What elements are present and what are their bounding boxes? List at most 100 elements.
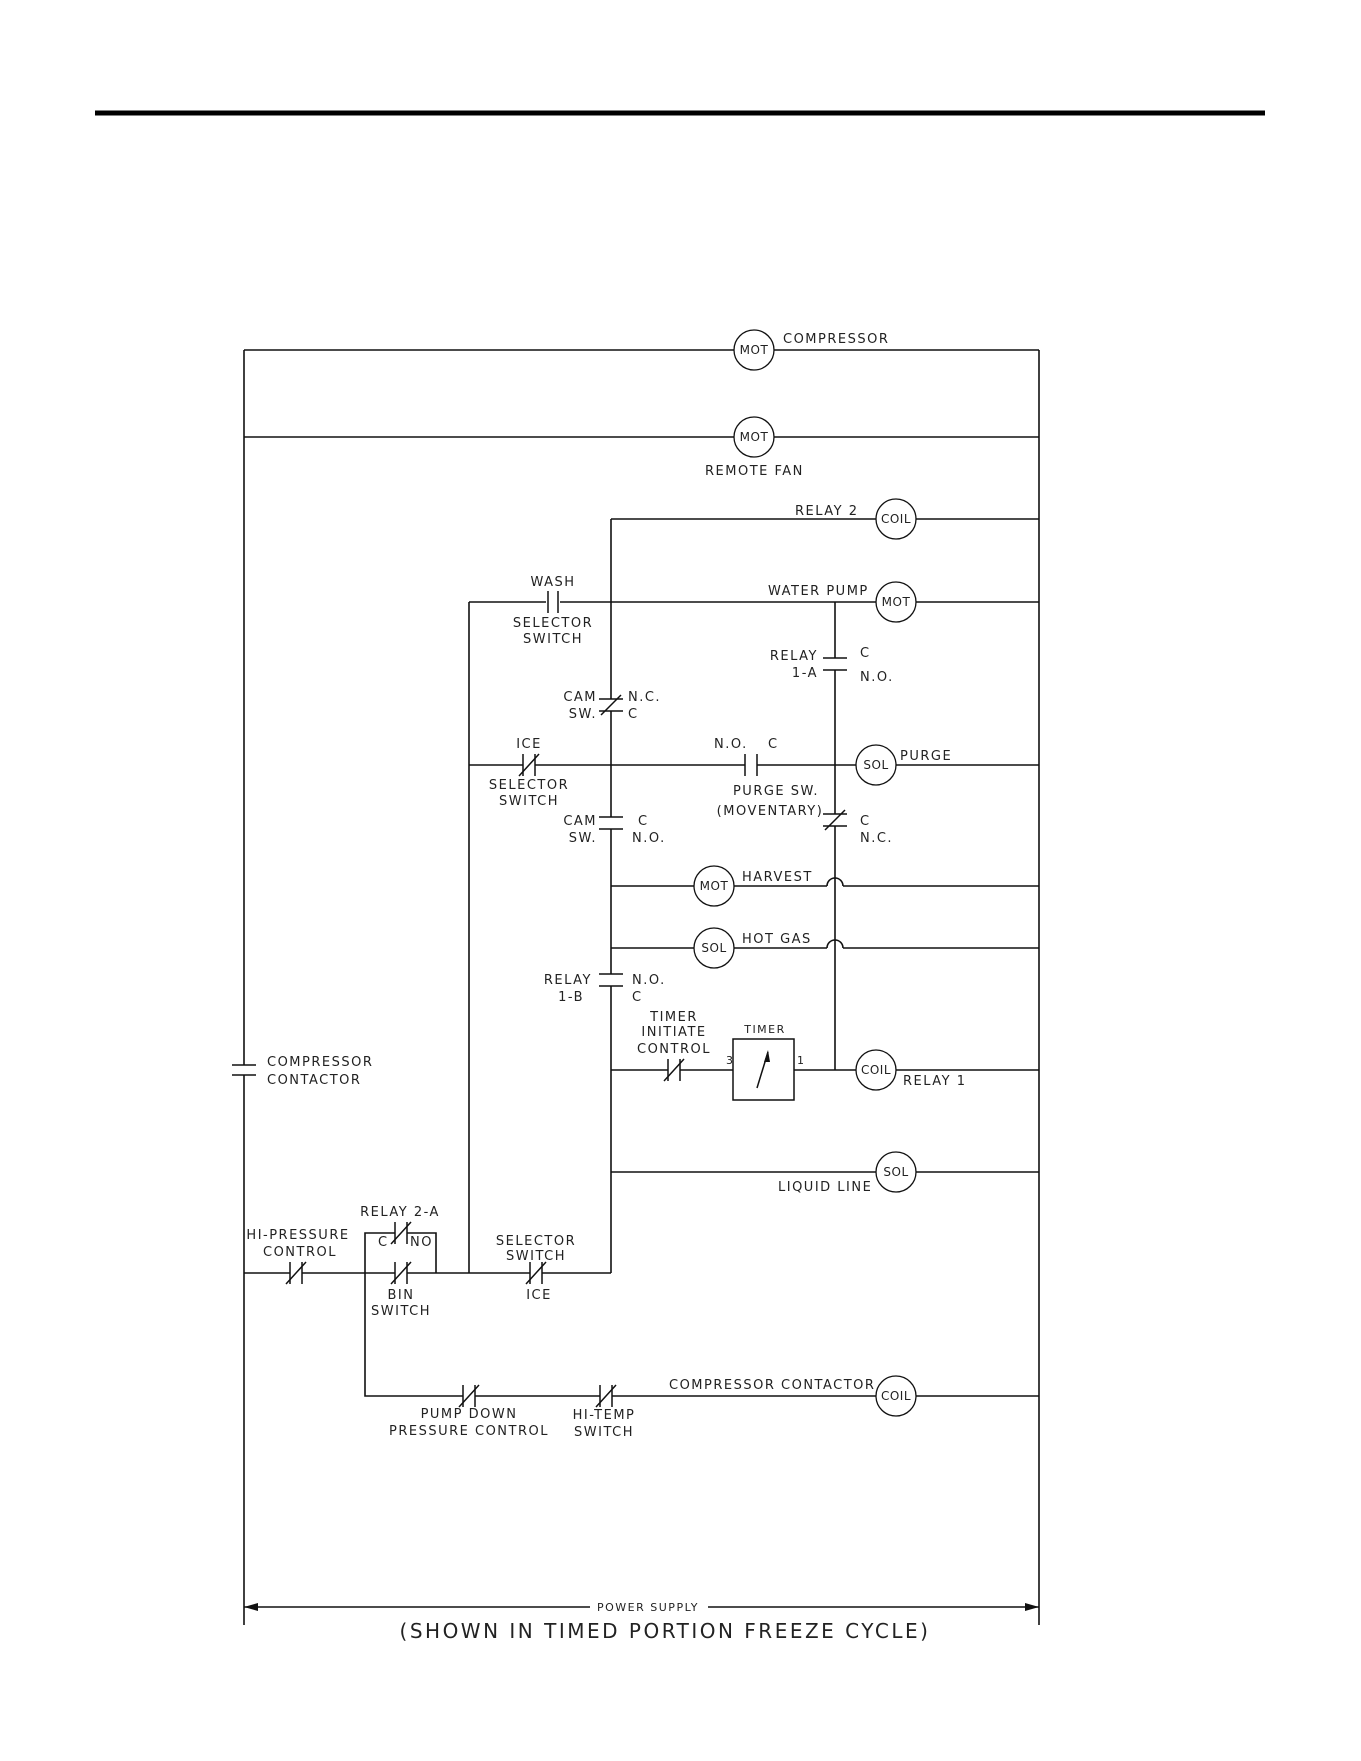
timer-box	[732, 1038, 795, 1101]
pump-down-label-2: PRESSURE CONTROL	[389, 1424, 549, 1439]
compressor-label: COMPRESSOR	[783, 332, 889, 347]
relay-1b-no: N.O.	[632, 973, 666, 988]
svg-text:SOL: SOL	[883, 1165, 908, 1179]
purge-c-label: C	[768, 737, 779, 752]
svg-text:COIL: COIL	[881, 1389, 911, 1403]
relay-2a-contact	[390, 1221, 412, 1245]
hi-pressure-label-2: CONTROL	[263, 1245, 337, 1260]
purge-sw-label-1: PURGE SW.	[733, 784, 819, 799]
bin-label-1: BIN	[388, 1288, 415, 1303]
load-symbols: MOT MOT COIL MOT SOL MOT SOL COIL	[693, 329, 917, 1417]
relay-1a-c: C	[860, 646, 871, 661]
relay-2a-label: RELAY 2-A	[360, 1205, 440, 1220]
contacts	[232, 591, 847, 1408]
wash-selector-label-2: SWITCH	[523, 632, 583, 647]
water-pump-label: WATER PUMP	[768, 584, 869, 599]
relay-2a-c: C	[378, 1235, 389, 1250]
compressor-contactor-label-1: COMPRESSOR	[267, 1055, 373, 1070]
wash-selector-label-1: SELECTOR	[513, 616, 593, 631]
svg-text:SOL: SOL	[701, 941, 726, 955]
purge-solenoid: SOL	[855, 744, 897, 786]
svg-text:COIL: COIL	[881, 512, 911, 526]
ice-selector-contact	[518, 753, 540, 777]
relay-1a-label-1: RELAY	[770, 649, 818, 664]
svg-text:MOT: MOT	[740, 343, 769, 357]
selector-bottom-label-2: SWITCH	[506, 1249, 566, 1264]
purge-switch-nc-contact	[823, 809, 847, 831]
cam-nc-label-1: CAM	[563, 690, 597, 705]
compressor-contactor-coil: COIL	[875, 1375, 917, 1417]
relay-1a-label-2: 1-A	[792, 666, 818, 681]
cam-no-c: C	[638, 814, 649, 829]
hot-gas-solenoid: SOL	[693, 927, 735, 969]
cam-no-label-2: SW.	[569, 831, 597, 846]
cam-no-no: N.O.	[632, 831, 666, 846]
hi-pressure-contact	[285, 1261, 307, 1285]
purge-sw-label-2: (MOVENTARY)	[717, 804, 824, 819]
compressor-contactor-coil-label: COMPRESSOR CONTACTOR	[669, 1378, 875, 1393]
relay-1b-c: C	[632, 990, 643, 1005]
power-supply-label: POWER SUPPLY	[597, 1601, 699, 1614]
relay-2-coil: COIL	[875, 498, 917, 540]
ice-label: ICE	[516, 737, 542, 752]
compressor-contactor-contact	[232, 1064, 256, 1076]
hi-temp-label-1: HI-TEMP	[573, 1408, 636, 1423]
liquid-line-label: LIQUID LINE	[778, 1180, 872, 1195]
svg-text:COIL: COIL	[861, 1063, 891, 1077]
compressor-contactor-label-2: CONTACTOR	[267, 1073, 361, 1088]
compressor-motor: MOT	[733, 329, 775, 371]
relay-1b-label-2: 1-B	[558, 990, 584, 1005]
timer-title: TIMER	[743, 1023, 786, 1036]
harvest-label: HARVEST	[742, 870, 813, 885]
timer-pin-3: 3	[726, 1054, 735, 1067]
relay-1b-contact	[599, 973, 623, 987]
timer-pin-1: 1	[797, 1054, 806, 1067]
relay-1-coil: COIL	[855, 1049, 897, 1091]
bin-switch-contact	[390, 1261, 412, 1285]
purge-no-label: N.O.	[714, 737, 748, 752]
selector-bottom-label-1: SELECTOR	[496, 1234, 576, 1249]
labels: COMPRESSOR REMOTE FAN RELAY 2 WATER PUMP…	[246, 332, 967, 1440]
bin-label-2: SWITCH	[371, 1304, 431, 1319]
svg-text:MOT: MOT	[882, 595, 911, 609]
relay-1a-contact	[823, 657, 847, 671]
ice-selector-label-1: SELECTOR	[489, 778, 569, 793]
pump-down-label-1: PUMP DOWN	[421, 1407, 518, 1422]
relay-1b-label-1: RELAY	[544, 973, 592, 988]
purge-nc-nc: N.C.	[860, 831, 893, 846]
relay-1-label: RELAY 1	[903, 1074, 967, 1089]
selector-ice-contact	[525, 1261, 547, 1285]
timer-initiate-label-2: INITIATE	[641, 1025, 706, 1040]
cam-nc-nc: N.C.	[628, 690, 661, 705]
purge-switch-no-contact	[744, 754, 758, 776]
timer-initiate-label-3: CONTROL	[637, 1042, 711, 1057]
pump-down-contact	[458, 1384, 480, 1408]
wires	[243, 349, 1040, 1625]
remote-fan-label: REMOTE FAN	[705, 464, 804, 479]
hi-temp-contact	[595, 1384, 617, 1408]
hot-gas-label: HOT GAS	[742, 932, 812, 947]
water-pump-motor: MOT	[875, 581, 917, 623]
liquid-line-solenoid: SOL	[875, 1151, 917, 1193]
cam-switch-nc-contact	[599, 694, 623, 716]
cam-nc-label-2: SW.	[569, 707, 597, 722]
svg-text:MOT: MOT	[700, 879, 729, 893]
wash-label: WASH	[530, 575, 575, 590]
timer-initiate-contact	[663, 1058, 685, 1082]
harvest-motor: MOT	[693, 865, 735, 907]
remote-fan-motor: MOT	[733, 416, 775, 458]
relay-2a-no: NO	[410, 1235, 433, 1250]
purge-label: PURGE	[900, 749, 952, 764]
ice-selector-label-2: SWITCH	[499, 794, 559, 809]
hi-temp-label-2: SWITCH	[574, 1425, 634, 1440]
hi-pressure-label-1: HI-PRESSURE	[246, 1228, 349, 1243]
diagram-caption: (SHOWN IN TIMED PORTION FREEZE CYCLE)	[400, 1619, 931, 1643]
relay-1a-no: N.O.	[860, 670, 894, 685]
cam-nc-c: C	[628, 707, 639, 722]
purge-nc-c: C	[860, 814, 871, 829]
relay-2-label: RELAY 2	[795, 504, 859, 519]
timer-initiate-label-1: TIMER	[649, 1010, 698, 1025]
selector-bottom-ice: ICE	[526, 1288, 552, 1303]
power-supply-dimension: POWER SUPPLY (SHOWN IN TIMED PORTION FRE…	[244, 1601, 1039, 1643]
